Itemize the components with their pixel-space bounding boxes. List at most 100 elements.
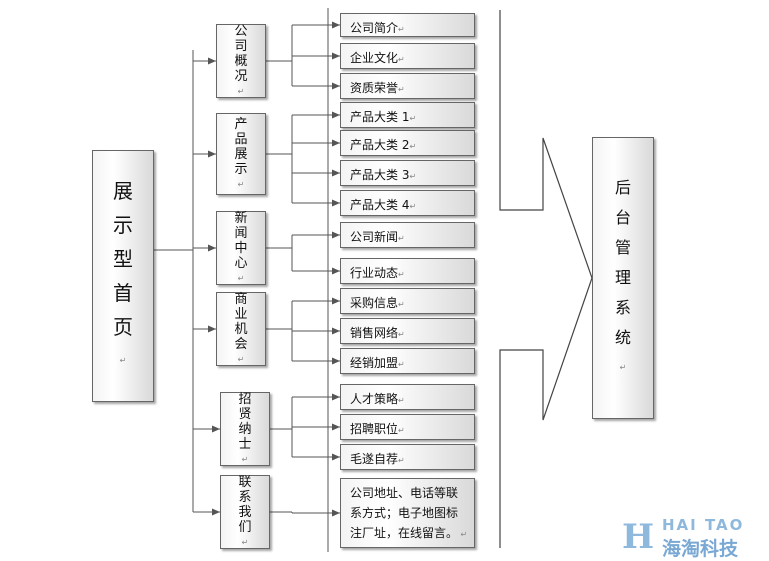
leaf-arrow-icon [332,453,340,461]
logo-chinese-text: 海淘科技 [662,538,739,560]
node-char: 联 [238,474,252,490]
paragraph-mark-icon: ↵ [409,202,417,211]
node-char: 新 [234,210,248,226]
leaf-arrow-icon [332,297,340,305]
node-char: 产 [234,116,248,132]
category-node-0: 公司概况↵ [216,24,266,98]
paragraph-mark-icon: ↵ [398,55,405,64]
paragraph-mark-icon: ↵ [398,426,405,435]
paragraph-mark-icon: ↵ [398,85,405,94]
node-char: 们 [238,519,252,535]
category-node-1: 产品展示↵ [216,113,266,195]
leaf-arrow-icon [332,393,340,401]
leaf-label: 产品大类 3 [350,168,410,182]
leaf-arrow-icon [332,327,340,335]
contact-line: 公司地址、电话等联 [350,486,459,500]
big-arrow-icon [499,10,593,548]
contact-info-node: 公司地址、电话等联系方式；电子地图标注厂址，在线留言。 ↵ [340,478,475,548]
leaf-node: 人才策略↵ [340,384,475,410]
leaf-node: 行业动态↵ [340,258,475,284]
node-char: 系 [614,298,631,317]
node-char: 司 [234,38,248,54]
leaf-node: 资质荣誉↵ [340,73,475,99]
leaf-arrow-icon [332,231,340,239]
paragraph-mark-icon: ↵ [398,330,405,339]
paragraph-mark-icon: ↵ [398,234,405,243]
category-node-5: 联系我们 ↵ [220,475,270,549]
paragraph-mark-icon: ↵ [237,273,245,283]
leaf-arrow-icon [332,139,340,147]
node-char: 后 [614,178,631,197]
category-arrow-icon [208,150,216,158]
node-char: 商 [234,291,248,307]
category-node-2: 新闻中心 ↵ [216,211,266,285]
contact-line: 系方式；电子地图标 [350,506,459,520]
backend-system-node: 后台管理系统 ↵ [592,137,654,419]
leaf-label: 经销加盟 [350,356,399,370]
category-arrow-icon [212,425,220,433]
leaf-label: 毛遂自荐 [350,452,399,466]
node-char: 页 [113,315,133,339]
leaf-node: 采购信息↵ [340,288,475,314]
node-char: 士 [238,436,252,452]
paragraph-mark-icon: ↵ [409,142,417,151]
contact-line: 注厂址，在线留言。 ↵ [350,526,468,540]
category-arrow-icon [208,325,216,333]
node-char: 机 [234,321,248,337]
paragraph-mark-icon: ↵ [398,396,405,405]
leaf-node: 公司新闻↵ [340,222,475,248]
node-char: 管 [614,238,631,257]
node-char: 公 [234,23,248,39]
node-char: 示 [234,161,248,177]
paragraph-mark-icon: ↵ [619,363,627,372]
paragraph-mark-icon: ↵ [398,360,405,369]
leaf-arrow-icon [332,357,340,365]
leaf-label: 产品大类 2 [350,138,410,152]
leaf-node: 产品大类 2↵ [340,130,475,156]
paragraph-mark-icon: ↵ [237,86,245,96]
paragraph-mark-icon: ↵ [398,300,405,309]
leaf-arrow-icon [332,52,340,60]
leaf-node: 产品大类 3↵ [340,160,475,186]
node-char: 概 [234,53,248,69]
paragraph-mark-icon: ↵ [398,456,405,465]
leaf-label: 行业动态 [350,266,399,280]
paragraph-mark-icon: ↵ [237,179,245,189]
leaf-arrow-icon [332,199,340,207]
node-char: 型 [113,247,133,271]
paragraph-mark-icon: ↵ [458,530,468,539]
node-char: 闻 [234,225,248,241]
node-char: 招 [238,391,252,407]
node-char: 理 [614,268,631,287]
leaf-arrow-icon [332,111,340,119]
category-node-3: 商业机会↵ [216,292,266,366]
leaf-arrow-icon [332,82,340,90]
paragraph-mark-icon: ↵ [237,354,245,364]
node-char: 中 [234,240,248,256]
leaf-arrow-icon [332,267,340,275]
leaf-arrow-icon [332,423,340,431]
category-node-4: 招贤纳士 ↵ [220,392,270,466]
node-char: 纳 [238,421,252,437]
node-char: 贤 [238,406,252,422]
leaf-label: 公司简介 [350,21,399,35]
node-char: 品 [234,131,248,147]
node-char: 系 [238,489,252,505]
node-char: 我 [238,504,252,520]
leaf-node: 产品大类 1↵ [340,102,475,128]
paragraph-mark-icon: ↵ [241,537,249,547]
node-char: 统 [614,328,631,347]
node-char: 首 [113,281,133,305]
leaf-label: 采购信息 [350,296,399,310]
leaf-label: 资质荣誉 [350,81,399,95]
leaf-label: 产品大类 4 [350,198,410,212]
paragraph-mark-icon: ↵ [241,454,249,464]
node-char: 展 [113,179,133,203]
logo-h-icon: H [622,517,655,557]
leaf-node: 毛遂自荐↵ [340,444,475,470]
leaf-arrow-icon [332,509,340,517]
node-char: 心 [234,255,248,271]
leaf-arrow-icon [332,169,340,177]
leaf-label: 人才策略 [350,392,399,406]
node-char: 台 [614,208,631,227]
